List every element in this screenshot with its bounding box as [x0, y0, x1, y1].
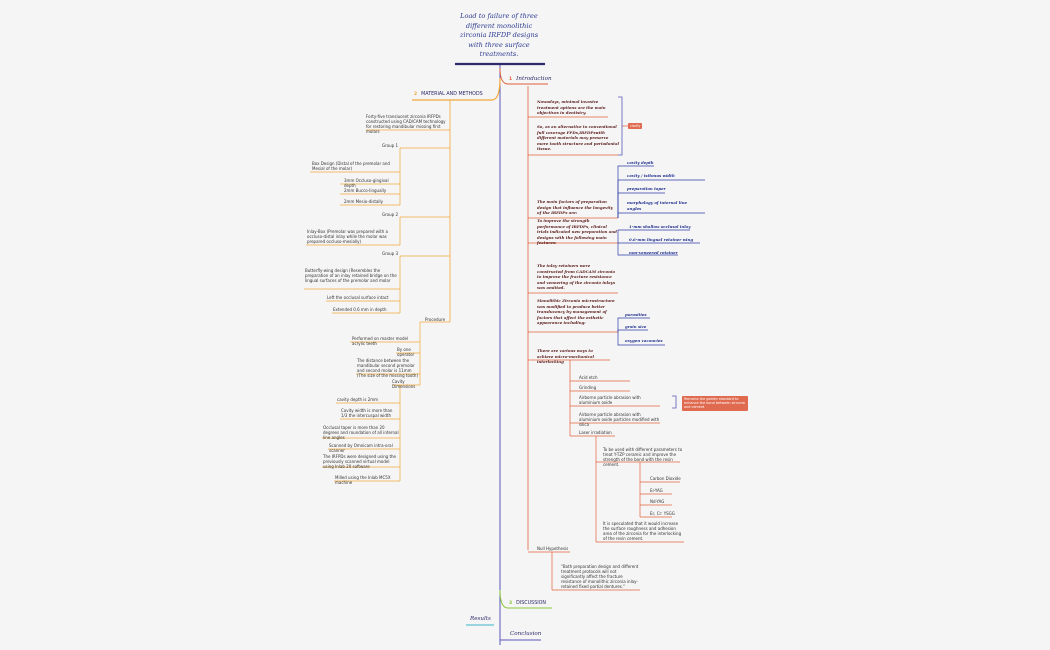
- cavity-dimensions-label[interactable]: Cavity Dimensions: [392, 379, 416, 389]
- group-1-label[interactable]: Group 1: [382, 143, 398, 148]
- section-label: DISCUSSION: [516, 601, 547, 606]
- laser-description[interactable]: To be used with different parameters to …: [603, 447, 683, 467]
- laser-speculation[interactable]: It is speculated that it would increase …: [603, 521, 682, 541]
- treatment-note-badge[interactable]: Remains the golden standard to enhance t…: [682, 396, 748, 411]
- section-number: 2: [414, 92, 418, 97]
- factor-item[interactable]: morphology of internal line angles: [627, 200, 688, 211]
- section-results[interactable]: Results: [470, 616, 491, 622]
- intro-topic-1[interactable]: Nowadays, minimal invasive treatment opt…: [537, 99, 606, 116]
- central-title: Load to failure of three different monol…: [459, 12, 539, 58]
- translucency-item[interactable]: grain size: [625, 324, 647, 329]
- section-label: Introduction: [516, 76, 552, 82]
- feature-item[interactable]: 0.6-mm lingual retainer wing: [629, 237, 694, 242]
- intro-topic-2[interactable]: So, as an alternative to conventional fu…: [537, 124, 619, 152]
- section-number: 3: [509, 601, 513, 606]
- group-2-item[interactable]: Inlay-Box (Premolar was prepared with a …: [307, 229, 388, 244]
- factor-item[interactable]: cavity depth: [627, 160, 654, 165]
- feature-item[interactable]: 1-mm shallow occlusal inlay: [629, 224, 691, 229]
- section-label: MATERIAL AND METHODS: [421, 92, 483, 97]
- cavity-item[interactable]: Occlusal taper is more than 20 degrees a…: [323, 425, 399, 440]
- factor-item[interactable]: cavity / isthmus width: [627, 173, 675, 178]
- null-hypothesis-text[interactable]: "Both preparation design and different t…: [561, 564, 639, 589]
- intro-topic-3[interactable]: The main factors of preparation design t…: [537, 199, 613, 216]
- group-3-item[interactable]: Butterfly-wing design (Resembles the pre…: [305, 268, 397, 283]
- group-1-item[interactable]: 2mm Mesio-distally: [344, 199, 384, 204]
- procedure-label[interactable]: Procedure: [425, 317, 446, 322]
- cavity-item[interactable]: Scanned by Omnicam intra-oral scanner: [329, 443, 393, 453]
- section-conclusion[interactable]: Conclusion: [510, 631, 542, 637]
- intro-topic-4[interactable]: To improve the strength performance of I…: [537, 218, 617, 246]
- translucency-item[interactable]: porosities: [625, 312, 647, 317]
- null-hypothesis-label[interactable]: Null Hypothesis: [537, 546, 569, 551]
- treatment-item[interactable]: Airborne particle abrasion with aluminiu…: [579, 412, 660, 427]
- procedure-item[interactable]: Performed on master model acrylic teeth: [352, 336, 409, 346]
- translucency-item[interactable]: oxygen vacancies: [625, 338, 663, 343]
- methods-intro[interactable]: Forty-five translucent zirconia IRFPDs c…: [366, 114, 446, 134]
- group-2-label[interactable]: Group 2: [382, 212, 398, 217]
- cavity-item[interactable]: cavity depth is 2mm: [337, 397, 379, 402]
- group-3-item[interactable]: Left the occlusal surface intact: [327, 295, 389, 300]
- group-3-label[interactable]: Group 3: [382, 251, 398, 256]
- cavity-item[interactable]: Milled using the Inlab MC5X machine: [335, 475, 391, 485]
- laser-type[interactable]: Er-YAG: [650, 488, 663, 493]
- group-1-item[interactable]: Box Design (Distal of the premolar and M…: [312, 161, 390, 171]
- cavity-item[interactable]: The IRFPDs were designed using the previ…: [323, 454, 397, 469]
- intro-topic-6[interactable]: Monolithic Zirconia microstructure was m…: [537, 298, 615, 326]
- intro-topic-7[interactable]: There are various ways to achieve micro-…: [537, 348, 594, 365]
- feature-item[interactable]: non-veneered retainer: [629, 250, 678, 255]
- laser-type[interactable]: Nd-YAG: [650, 499, 665, 504]
- procedure-item[interactable]: By one operator: [397, 347, 415, 357]
- treatment-item[interactable]: Grinding: [579, 385, 597, 390]
- procedure-item[interactable]: The distance between the mandibular seco…: [357, 358, 419, 378]
- laser-type[interactable]: Er, Cr: YSGG: [650, 511, 675, 516]
- group-1-item[interactable]: 2mm Bucco-lingually: [344, 188, 387, 193]
- intro-topic-5[interactable]: The inlay retainers were constructed fro…: [537, 263, 616, 291]
- section-number: 1: [509, 77, 513, 82]
- treatment-item[interactable]: Airborne particle abrasion with aluminiu…: [579, 395, 641, 405]
- clarify-badge[interactable]: clarify: [628, 123, 643, 130]
- group-3-item[interactable]: Extended 0.6 mm in depth: [333, 307, 387, 312]
- cavity-item[interactable]: Cavity width is more than 1/3 the interc…: [341, 408, 393, 418]
- treatment-item[interactable]: Acid etch: [579, 375, 598, 380]
- laser-type[interactable]: Carbon Dioxide: [650, 476, 681, 481]
- factor-item[interactable]: preparation taper: [627, 186, 666, 191]
- treatment-item[interactable]: Laser irradiation: [579, 430, 612, 435]
- group-1-item[interactable]: 3mm Occluso-gingival depth: [344, 178, 389, 188]
